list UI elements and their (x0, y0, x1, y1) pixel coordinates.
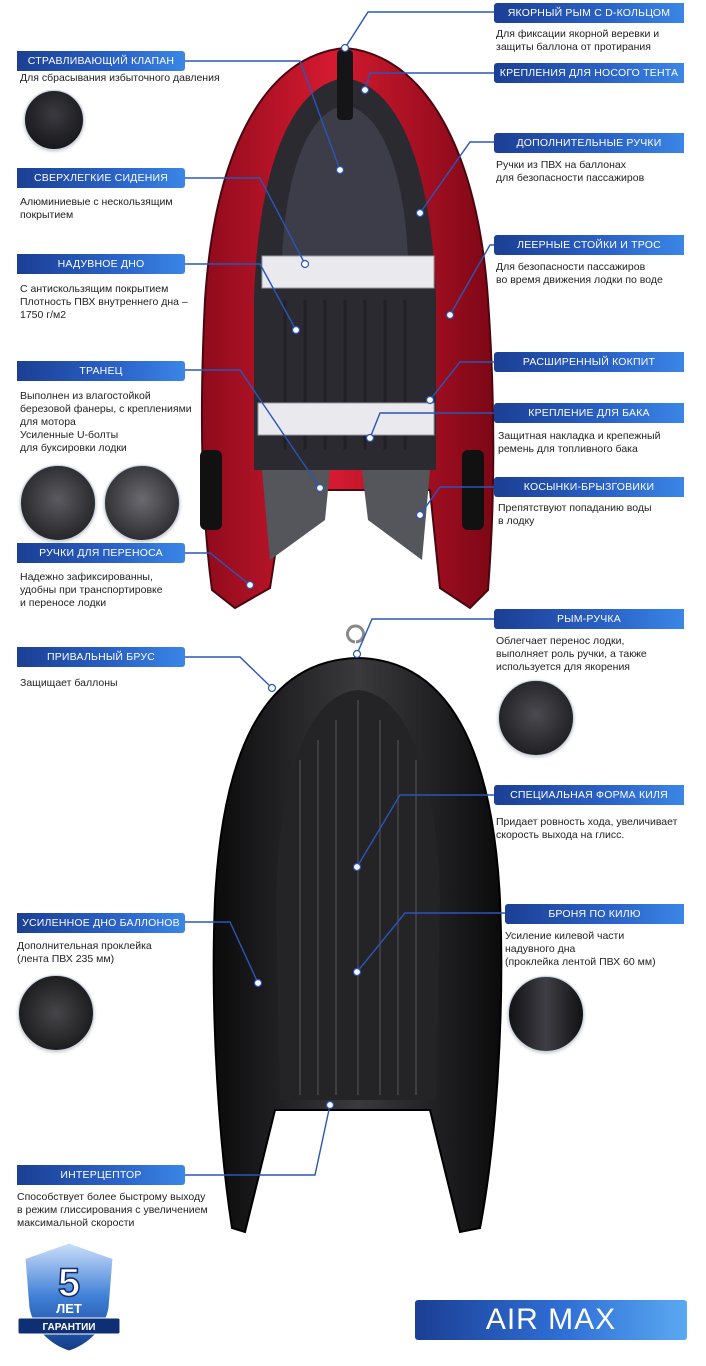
desc-reinforced-tubes: Дополнительная проклейка (лента ПВХ 235 … (17, 940, 152, 965)
top-boat-red (200, 46, 495, 610)
desc-tank-mount: Защитная накладка и крепежный ремень для… (498, 430, 661, 455)
desc-keel-armor: Усиление килевой части надувного дна (пр… (505, 930, 656, 968)
desc-rub-strake: Защищает баллоны (20, 677, 118, 689)
transom-detail-thumbnail (20, 465, 96, 541)
callout-lines (185, 11, 505, 1176)
tag-relief-valve: СТРАВЛИВАЮЩИЙ КЛАПАН (17, 51, 185, 71)
tag-splash-guards: КОСЫНКИ-БРЫЗГОВИКИ (494, 477, 684, 497)
tag-ultralight-seats: СВЕРХЛЕГКИЕ СИДЕНИЯ (17, 168, 185, 188)
tag-tank-mount: КРЕПЛЕНИЕ ДЛЯ БАКА (494, 403, 684, 423)
desc-keel-shape: Придает ровность хода, увеличивает скоро… (496, 816, 678, 841)
callout-dots (245, 43, 455, 1110)
desc-extra-handles: Ручки из ПВХ на баллонах для безопасност… (496, 159, 645, 184)
tag-transom: ТРАНЕЦ (17, 361, 185, 381)
keel-armor-detail-thumbnail (508, 976, 584, 1052)
tag-keel-armor: БРОНЯ ПО КИЛЮ (505, 904, 684, 924)
warranty-shield-badge: 5 ЛЕТ ГАРАНТИИ (17, 1240, 121, 1354)
tag-extra-handles: ДОПОЛНИТЕЛЬНЫЕ РУЧКИ (494, 133, 684, 153)
desc-transom: Выполнен из влагостойкой березовой фанер… (20, 390, 192, 454)
desc-handle-ring: Облегчает перенос лодки, выполняет роль … (496, 635, 647, 673)
tag-carry-handles: РУЧКИ ДЛЯ ПЕРЕНОСА (17, 543, 185, 563)
tag-keel-shape: СПЕЦИАЛЬНАЯ ФОРМА КИЛЯ (494, 785, 684, 805)
tag-rub-strake: ПРИВАЛЬНЫЙ БРУС (17, 647, 185, 667)
tag-bow-tent-mounts: КРЕПЛЕНИЯ ДЛЯ НОСОГО ТЕНТА (494, 63, 684, 83)
warranty-number: 5 (58, 1261, 80, 1305)
bottom-boat-black (212, 624, 503, 1234)
tag-anchor-ring: ЯКОРНЫЙ РЫМ С D-КОЛЬЦОМ (494, 3, 684, 23)
desc-ultralight-seats: Алюминиевые с нескользящим покрытием (20, 196, 173, 221)
ubolt-detail-thumbnail (104, 465, 180, 541)
tag-wide-cockpit: РАСШИРЕННЫЙ КОКПИТ (494, 352, 684, 372)
desc-relief-valve: Для сбрасывания избыточного давления (20, 72, 220, 84)
desc-anchor-ring: Для фиксации якорной веревки и защиты ба… (496, 28, 660, 53)
desc-splash-guards: Препятствуют попаданию воды в лодку (498, 502, 652, 527)
product-name-banner: AIR MAX (415, 1300, 687, 1340)
desc-carry-handles: Надежно зафиксированны, удобны при транс… (20, 571, 163, 609)
tube-tape-detail-thumbnail (18, 975, 94, 1051)
valve-detail-thumbnail (24, 90, 84, 150)
desc-railing-posts: Для безопасности пассажиров во время дви… (496, 261, 663, 286)
tag-reinforced-tubes: УСИЛЕННОЕ ДНО БАЛЛОНОВ (17, 913, 185, 933)
desc-interceptor: Способствует более быстрому выходу в реж… (17, 1191, 208, 1229)
tag-interceptor: ИНТЕРЦЕПТОР (17, 1165, 185, 1185)
tag-handle-ring: РЫМ-РУЧКА (494, 609, 684, 629)
handle-ring-detail-thumbnail (498, 680, 574, 756)
tag-inflatable-floor: НАДУВНОЕ ДНО (17, 254, 185, 274)
desc-inflatable-floor: С антискользящим покрытием Плотность ПВХ… (20, 283, 188, 321)
warranty-ribbon-text: ГАРАНТИИ (43, 1322, 96, 1333)
tag-railing-posts: ЛЕЕРНЫЕ СТОЙКИ И ТРОС (494, 235, 684, 255)
warranty-years-word: ЛЕТ (56, 1301, 82, 1316)
